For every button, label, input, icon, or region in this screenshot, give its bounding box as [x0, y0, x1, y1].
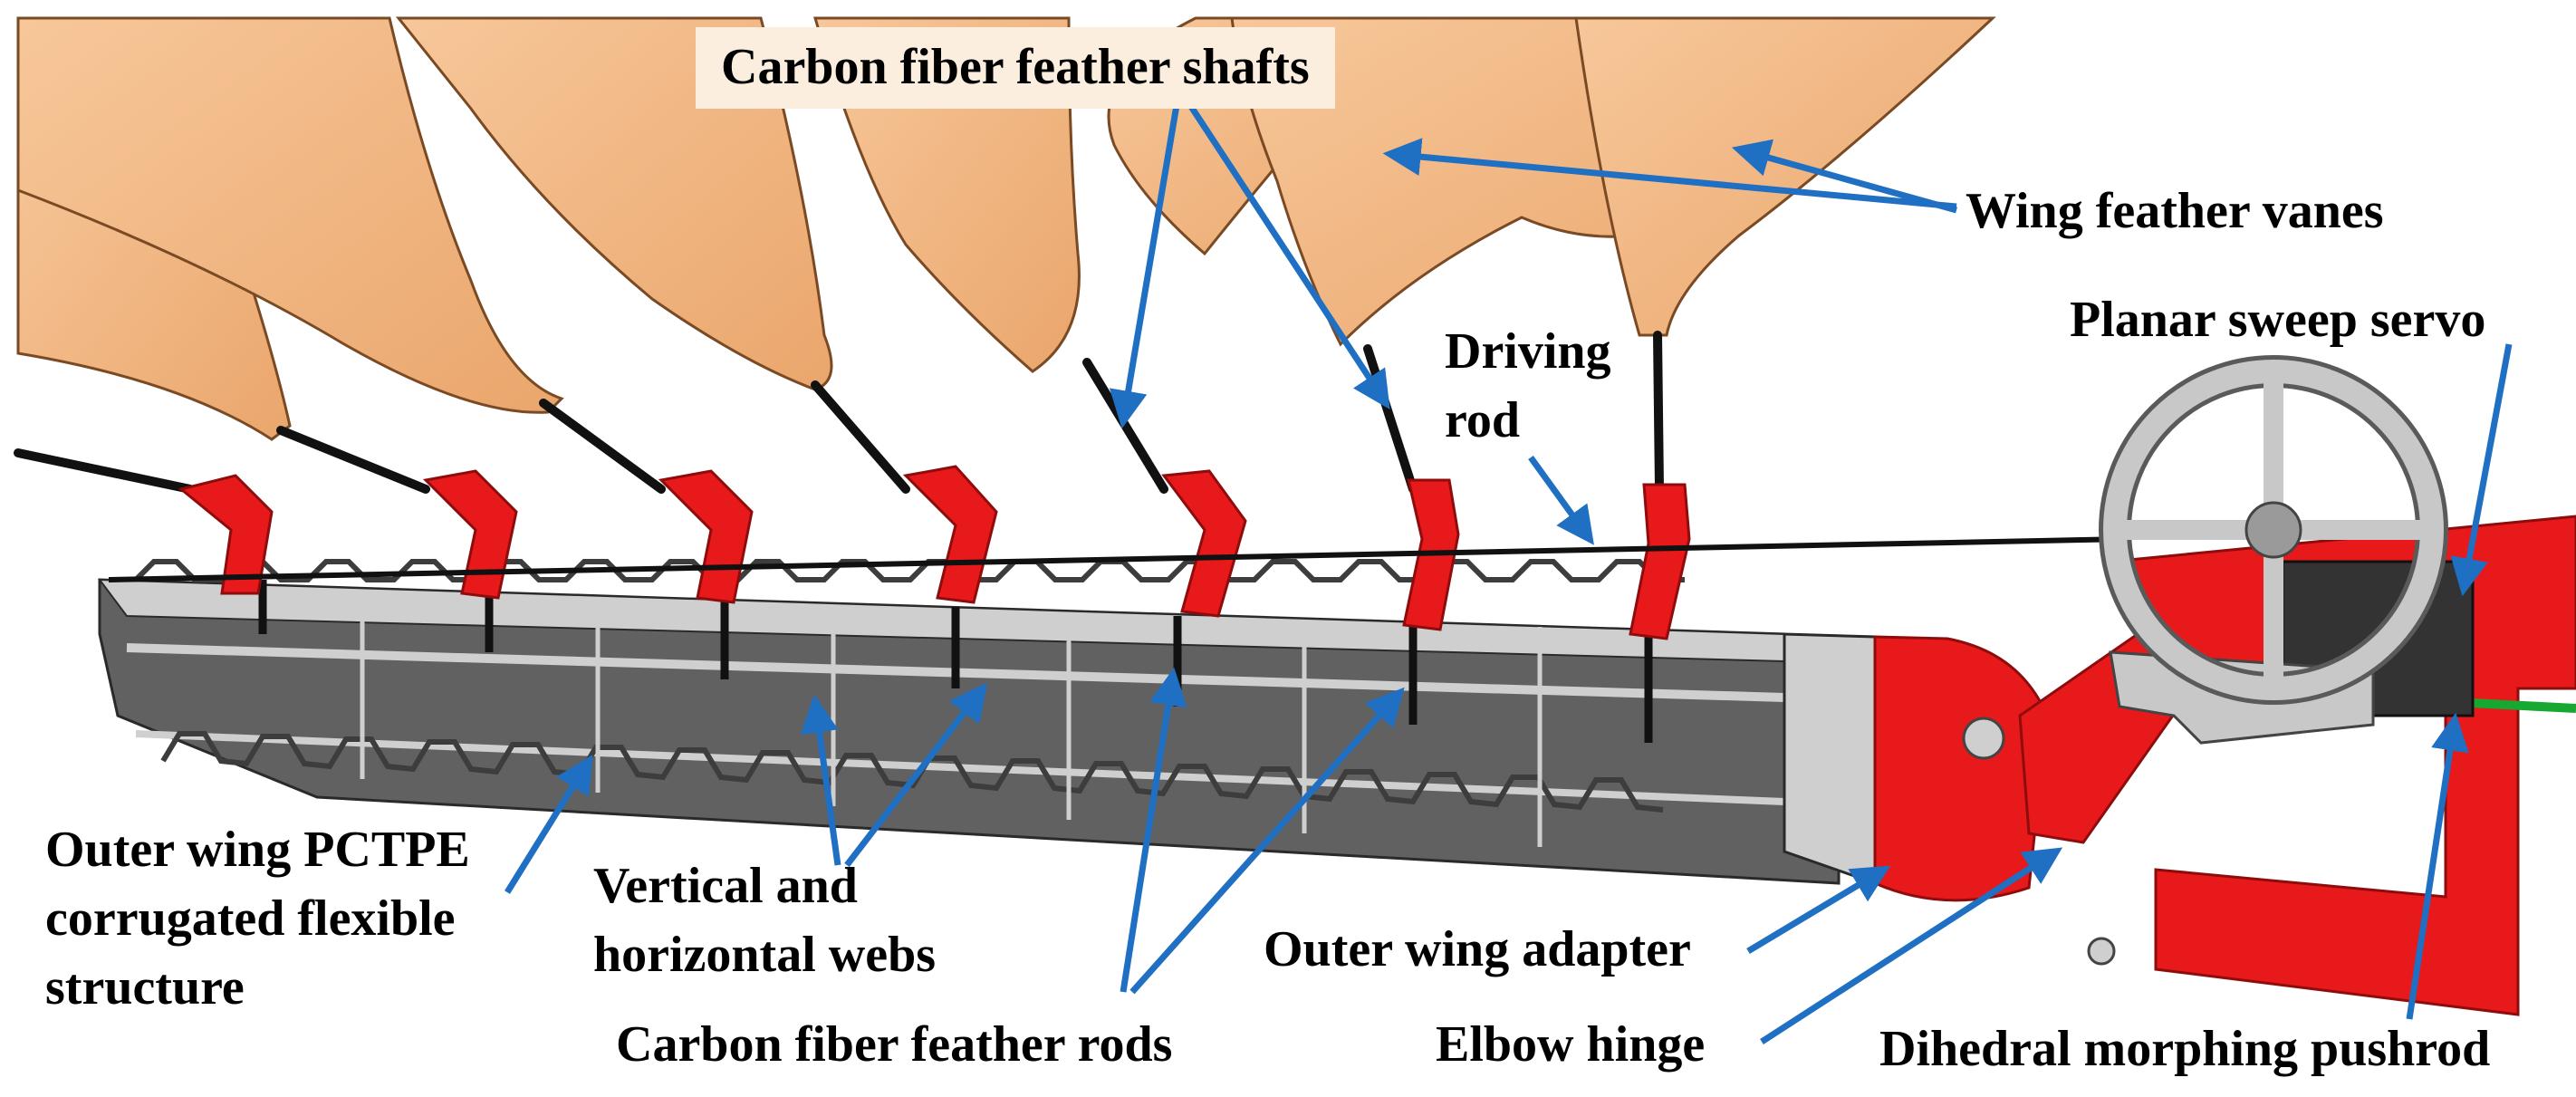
vane-7 — [1574, 16, 1996, 337]
driving-rod — [108, 536, 2129, 582]
label-structure-line-1: Outer wing PCTPE — [45, 822, 470, 878]
arrow-webs-left — [800, 694, 841, 866]
label-driving-rod-line-1: Driving — [1445, 323, 1611, 380]
shaft-3 — [811, 380, 910, 494]
label-structure-line-3: structure — [45, 959, 245, 1015]
servo-wheel-hub — [2244, 501, 2302, 559]
label-outer-wing-structure: Outer wing PCTPE corrugated flexible str… — [45, 815, 470, 1022]
label-driving-rod-line-2: rod — [1445, 392, 1520, 448]
label-feather-rods: Carbon fiber feather rods — [616, 1016, 1173, 1073]
arrow-vanes-left — [1382, 138, 1957, 210]
elbow-hinge-pin — [1962, 717, 2005, 760]
label-structure-line-2: corrugated flexible — [45, 890, 456, 947]
servo-wheel-rim-face — [2103, 360, 2444, 700]
arrow-shafts-left — [1109, 99, 1181, 429]
shaft-6 — [1653, 331, 1664, 494]
label-webs-line-1: Vertical and — [593, 858, 858, 914]
label-outer-wing-adapter: Outer wing adapter — [1264, 921, 1691, 977]
shaft-1 — [276, 426, 430, 494]
label-webs-line-2: horizontal webs — [593, 927, 936, 983]
arrow-structure — [505, 754, 593, 894]
label-webs: Vertical and horizontal webs — [593, 852, 936, 989]
arrow-vanes-right — [1731, 139, 1957, 214]
label-feather-vanes: Wing feather vanes — [1966, 183, 2384, 239]
vane-3 — [395, 16, 833, 391]
annotation-arrows — [505, 98, 2513, 1044]
arrow-rods-left — [1120, 667, 1187, 993]
arrow-hinge — [1760, 847, 2063, 1044]
frame-bolt — [2087, 937, 2116, 966]
arrow-webs-right — [844, 682, 988, 868]
arrow-shafts-right — [1184, 98, 1390, 410]
shaft-5 — [1363, 344, 1418, 494]
planar-sweep-servo — [2099, 355, 2475, 745]
vane-2 — [16, 16, 564, 414]
arrow-rods-right — [1129, 687, 1405, 995]
shaft-2 — [539, 399, 666, 494]
label-elbow-hinge: Elbow hinge — [1436, 1016, 1706, 1073]
feather-vanes — [16, 16, 1996, 441]
outer-wing-adapter — [1873, 635, 2049, 902]
label-sweep-servo: Planar sweep servo — [2070, 292, 2486, 348]
arrow-servo — [2450, 343, 2513, 597]
shaft-0 — [14, 448, 195, 494]
arrow-pushrod — [2406, 712, 2469, 1020]
label-driving-rod: Driving rod — [1445, 317, 1611, 455]
shaft-4 — [1082, 358, 1168, 494]
label-feather-shafts: Carbon fiber feather shafts — [696, 27, 1335, 109]
structure-end-cap — [1783, 632, 1877, 886]
corrugated-structure — [97, 559, 1877, 886]
arrow-driving-rod — [1528, 455, 1594, 545]
red-connectors — [178, 465, 1691, 640]
structure-lower-ribs — [160, 731, 1664, 813]
arrow-adapter — [1746, 865, 1891, 955]
label-dihedral-pushrod: Dihedral morphing pushrod — [1879, 1021, 2491, 1077]
